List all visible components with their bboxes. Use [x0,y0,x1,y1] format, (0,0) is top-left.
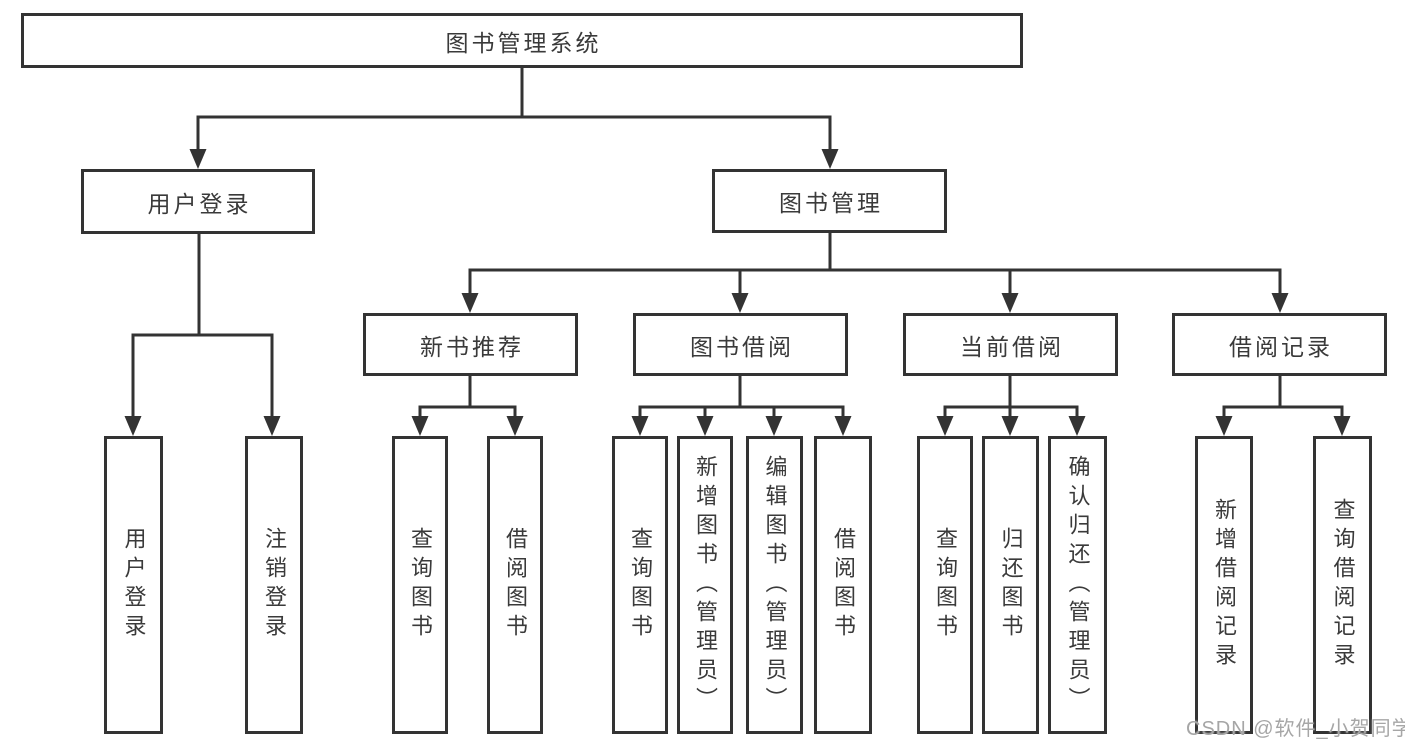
leaf-current-query-books: 查询图书 [917,436,973,734]
leaf-borrow-edit-books-admin: 编辑图书（管理员） [746,436,803,734]
leaf-user-login: 用户登录 [104,436,163,734]
node-book-management: 图书管理 [712,169,947,233]
leaf-records-query-borrow-record: 查询借阅记录 [1313,436,1372,734]
node-library-management-system: 图书管理系统 [21,13,1023,68]
node-new-book-recommend: 新书推荐 [363,313,578,376]
leaf-borrow-add-books-admin: 新增图书（管理员） [677,436,733,734]
csdn-watermark: CSDN @软件_小贺同学 [1186,718,1405,740]
leaf-recommend-query-books: 查询图书 [392,436,448,734]
node-book-borrow: 图书借阅 [633,313,848,376]
leaf-current-confirm-return-admin: 确认归还（管理员） [1048,436,1107,734]
node-user-login: 用户登录 [81,169,315,234]
leaf-borrow-borrow-books: 借阅图书 [814,436,872,734]
leaf-logout: 注销登录 [245,436,303,734]
leaf-records-add-borrow-record: 新增借阅记录 [1195,436,1253,734]
node-borrow-records: 借阅记录 [1172,313,1387,376]
leaf-borrow-query-books: 查询图书 [612,436,668,734]
leaf-recommend-borrow-books: 借阅图书 [487,436,543,734]
node-current-borrow: 当前借阅 [903,313,1118,376]
leaf-current-return-books: 归还图书 [982,436,1039,734]
